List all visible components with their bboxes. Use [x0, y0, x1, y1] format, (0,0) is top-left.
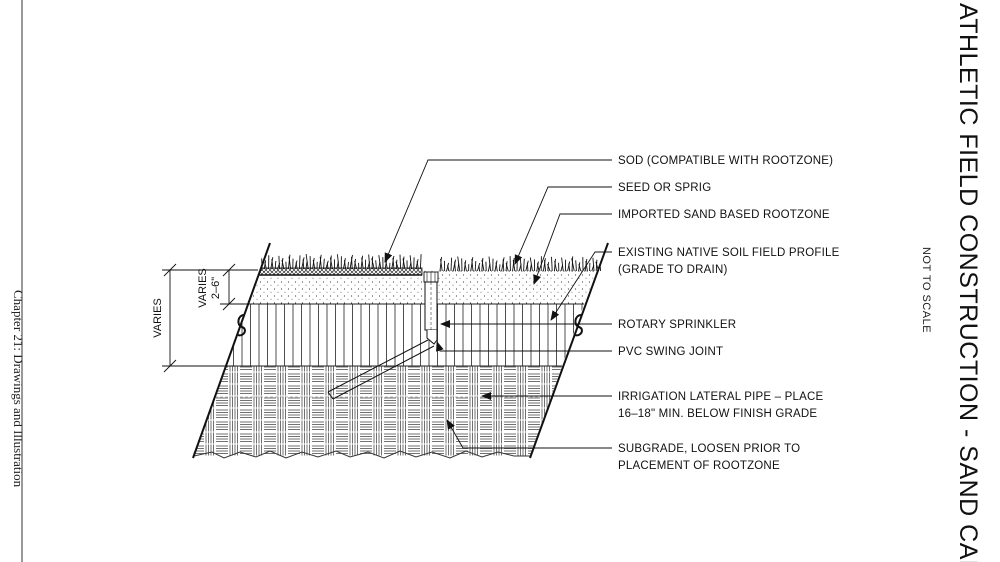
- dimension-outer-label: VARIES: [152, 298, 164, 338]
- callout-label: EXISTING NATIVE SOIL FIELD PROFILE: [618, 247, 840, 259]
- soil-section: [194, 267, 604, 456]
- dimension-lines: [162, 263, 258, 373]
- callout-label: ROTARY SPRINKLER: [618, 319, 736, 331]
- drawing-title: ATHLETIC FIELD CONSTRUCTION - SAND CAP: [954, 3, 982, 562]
- dimension-inner-label: VARIES: [197, 268, 209, 308]
- callout-label: SEED OR SPRIG: [618, 182, 711, 194]
- callout-label: IRRIGATION LATERAL PIPE – PLACE: [618, 391, 824, 403]
- sod-strip: [194, 267, 423, 276]
- swing-joint-and-lateral: [327, 330, 438, 400]
- callout-leaders: [384, 159, 612, 449]
- callout-label: IMPORTED SAND BASED ROOTZONE: [618, 209, 830, 221]
- callout-labels: SOD (COMPATIBLE WITH ROOTZONE) SEED OR SP…: [618, 155, 840, 472]
- native-soil-layer: [194, 304, 604, 366]
- callout-label: 16–18" MIN. BELOW FINISH GRADE: [618, 408, 817, 420]
- callout-label: PVC SWING JOINT: [618, 346, 723, 358]
- callout-label: SUBGRADE, LOOSEN PRIOR TO: [618, 443, 800, 455]
- rotary-sprinkler: [423, 271, 439, 331]
- callout-label: PLACEMENT OF ROOTZONE: [618, 460, 780, 472]
- turf-grass: [261, 254, 602, 272]
- callout-label: (GRADE TO DRAIN): [618, 264, 727, 276]
- callout-label: SOD (COMPATIBLE WITH ROOTZONE): [618, 155, 833, 167]
- scale-note: NOT TO SCALE: [920, 247, 932, 333]
- dimension-inner-value: 2–6": [210, 277, 222, 299]
